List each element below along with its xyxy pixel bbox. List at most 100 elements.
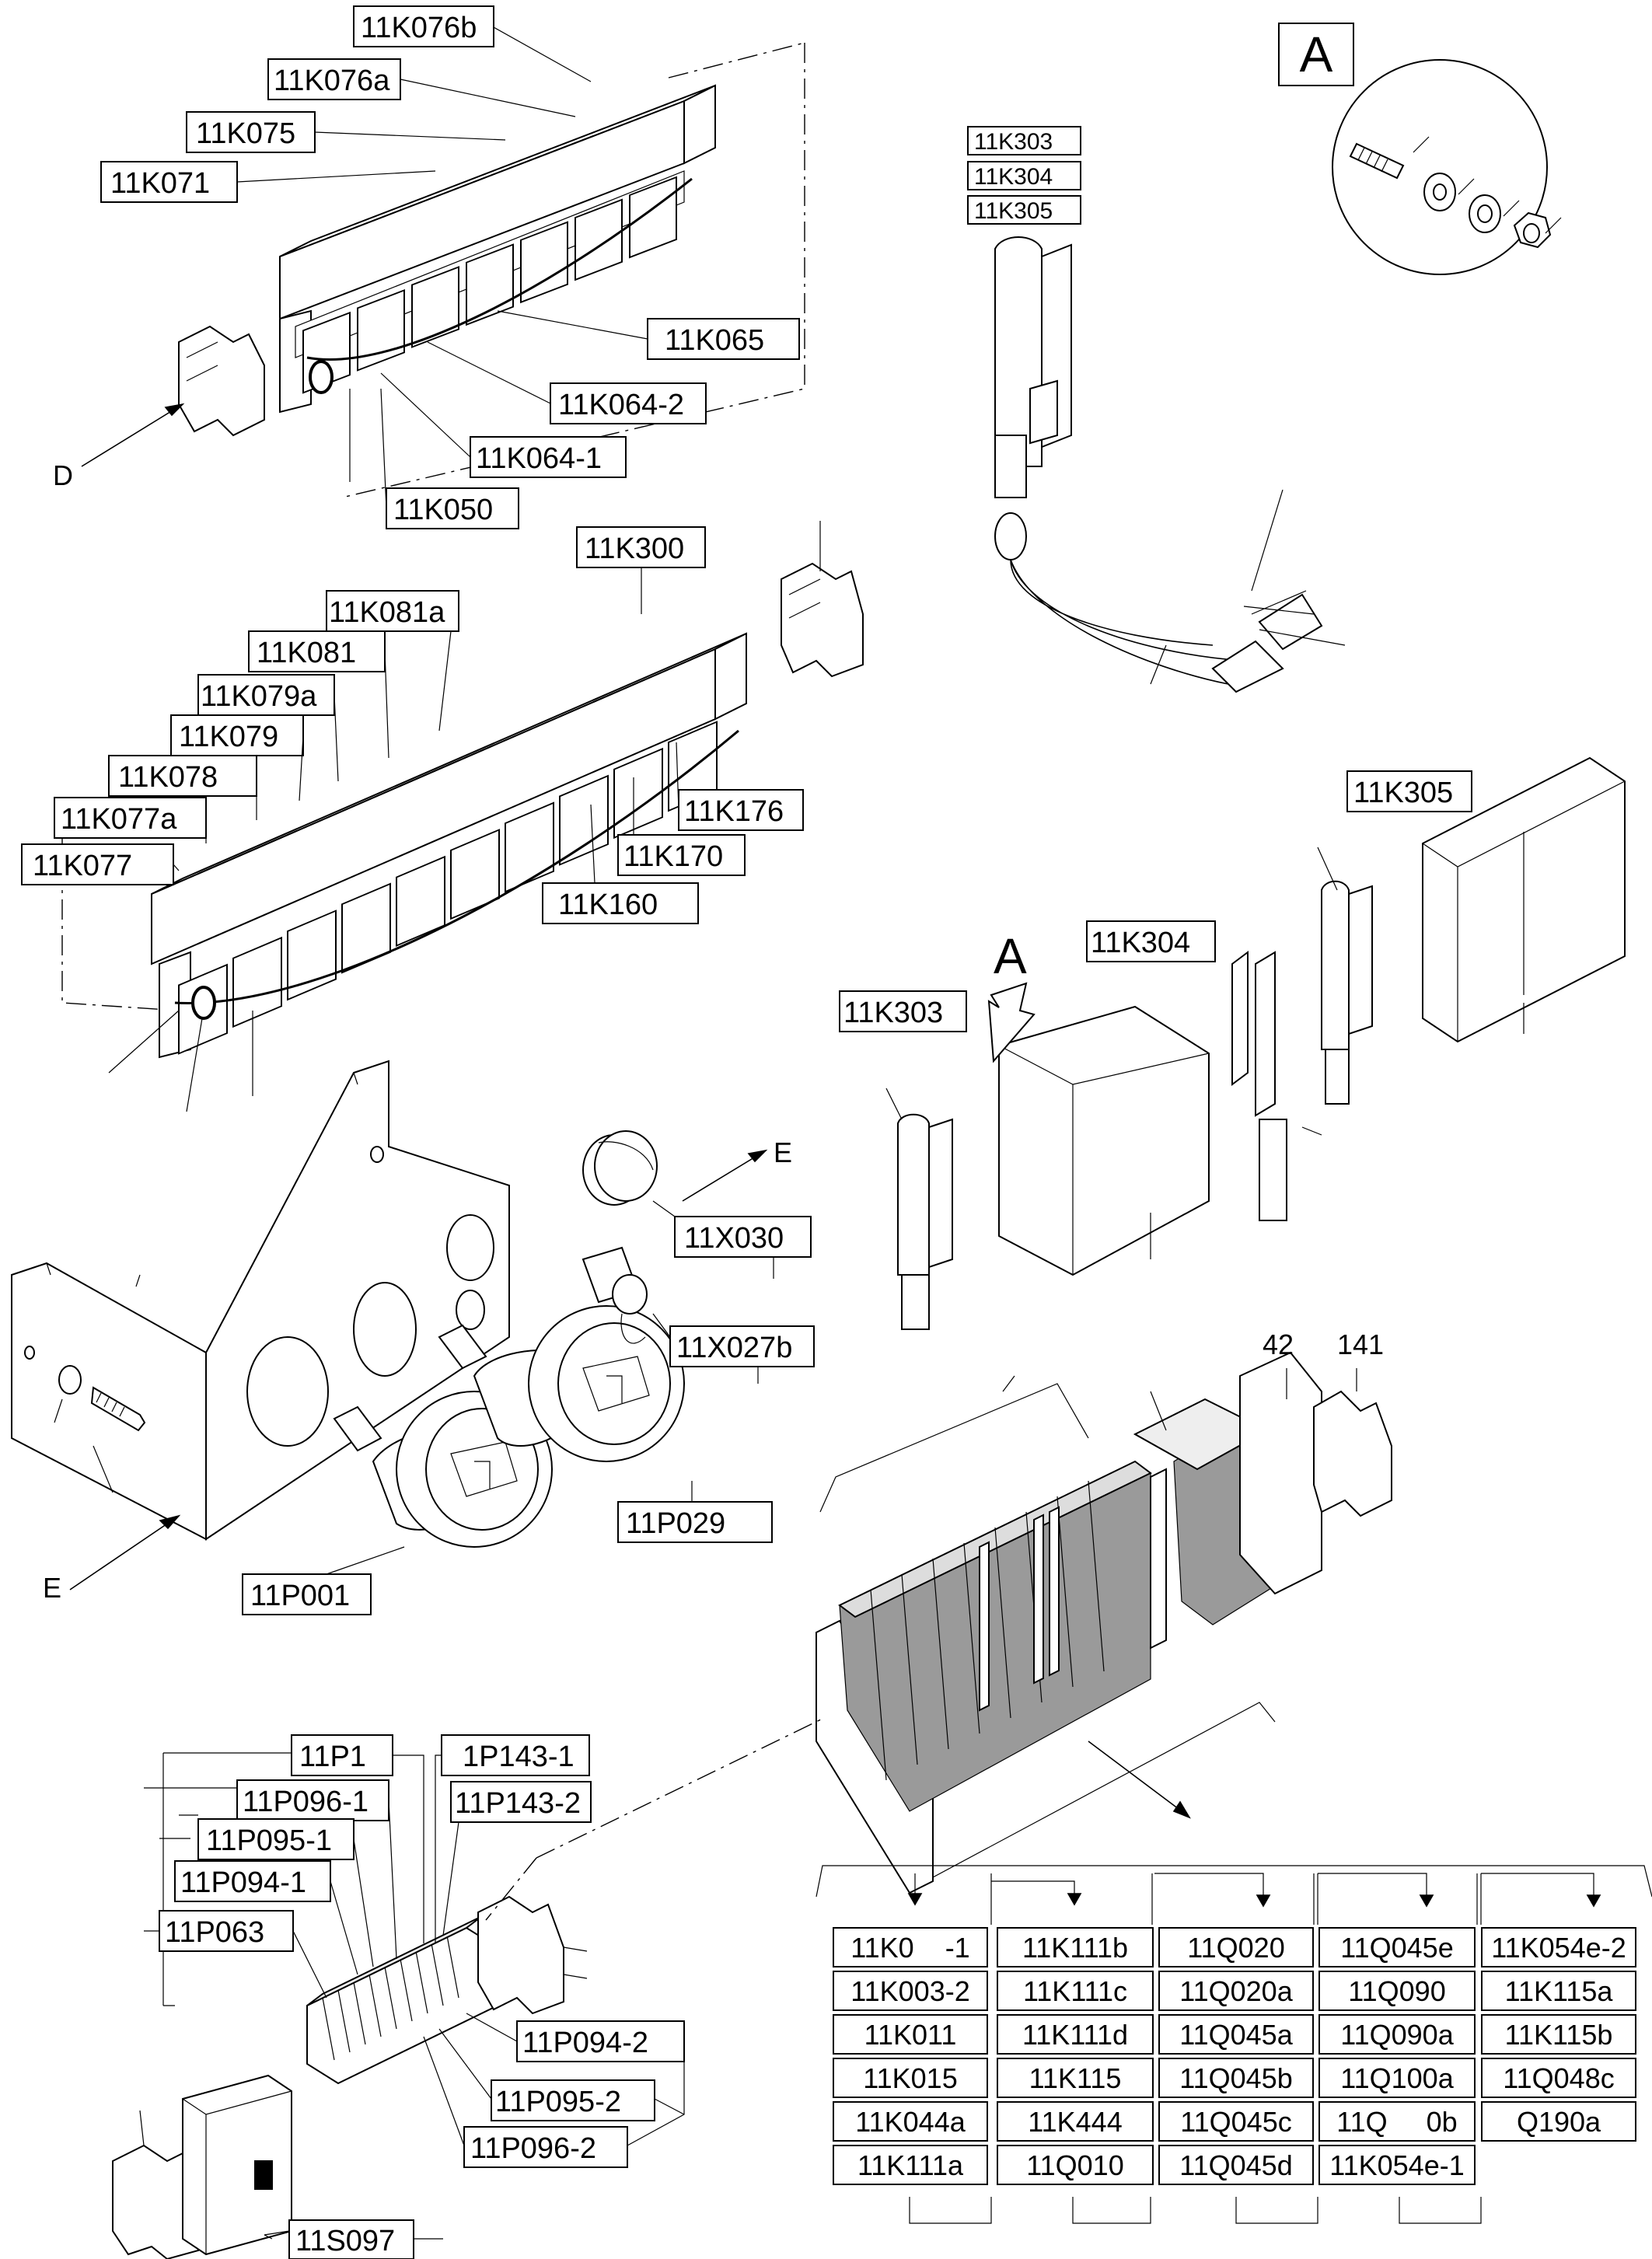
parts-table-cell: 11Q010 [1026,2149,1123,2181]
parts-table-cell: 11K111b [1022,1932,1128,1964]
parts-table-cell: 11K111a [857,2149,964,2181]
label-11K176: 11K176 [684,795,784,828]
panel-labels: 11X030 11X027b 11P029 11P001 [242,1200,815,1615]
parts-table-cell-box [1318,2058,1476,2098]
breaker-group [112,1857,588,2259]
plug-11K304 [1231,951,1287,1221]
lower-rack-labels: 11K300 11K081a 11K081 11K079a 11K079 11K… [21,526,804,924]
detail-a-box [1278,23,1354,86]
parts-table-cell-box [1158,2145,1314,2185]
parts-table-cell-box [1481,2014,1636,2055]
parts-table-cell: 11Q090a [1340,2019,1454,2051]
label-harness-11K305: 11K305 [974,198,1053,224]
label-42: 42 [1263,1329,1294,1360]
parts-table-cell-box [1481,2101,1636,2142]
parts-table-cell-box [997,2058,1154,2098]
parts-table-cell-box [1318,2145,1476,2185]
parts-table-cell-box [1158,2101,1314,2142]
plug-11K305 [1321,880,1373,1105]
parts-table-cell-box [997,2014,1154,2055]
parts-table-cell: 11Q 0b [1336,2106,1457,2138]
parts-table-cell-box [1158,1927,1314,1967]
parts-table: 11K0 -111K003-211K01111K01511K044a11K111… [816,1865,1652,2224]
gauge-11P001 [333,1391,553,1548]
label-11X027b: 11X027b [676,1332,792,1364]
parts-table-cell: 11K011 [864,2019,957,2051]
view-arrow-d: D [53,459,73,491]
parts-table-cell-box [1481,1971,1636,2011]
parts-table-cell: 11Q045c [1180,2106,1291,2138]
lock-washer-icon [1469,194,1501,233]
parts-table-cell-box [1158,1971,1314,2011]
parts-table-cell-box [997,2101,1154,2142]
label-11K071: 11K071 [110,167,210,200]
detail-a-label: A [1300,26,1333,82]
label-11P096-2: 11P096-2 [470,2132,596,2165]
detail-a: A [1278,23,1562,275]
label-11K081a: 11K081a [329,596,445,629]
label-11K065: 11K065 [665,324,764,357]
parts-table-cell: 11K115 [1029,2062,1122,2094]
view-arrow-e-upper: E [774,1136,792,1168]
parts-table-cell: 11K115b [1505,2019,1613,2051]
parts-table-cell-box [833,2145,988,2185]
label-module-11K305: 11K305 [1353,777,1453,809]
connector-11X030: E [582,1130,792,1206]
label-11K078: 11K078 [118,761,218,794]
screw-icon [1349,142,1405,180]
cable-loop-icon [191,986,216,1020]
parts-table-cell: 11Q020a [1179,1975,1293,2007]
label-module-11K304: 11K304 [1091,927,1190,959]
parts-table-cell-box [833,1971,988,2011]
parts-table-cell: 11K054e-2 [1491,1932,1626,1964]
terminal-block-row [838,1460,1152,1812]
label-11K075: 11K075 [196,117,295,150]
parts-table-cell-box [833,2058,988,2098]
arrow-a-icon [987,982,1036,1063]
parts-table-cell-box [1158,2014,1314,2055]
parts-table-cell-box [997,2145,1154,2185]
connector-11X027b [582,1246,648,1344]
end-plate-42 [1239,1351,1322,1595]
label-11K050: 11K050 [393,494,493,526]
label-11P094-2: 11P094-2 [522,2027,648,2059]
terminal-strip: 42 141 [536,1329,1392,1894]
parts-table-cell: 11K015 [863,2062,957,2094]
end-clamp-switch [112,2144,199,2259]
label-11P001: 11P001 [250,1580,350,1612]
label-harness-11K303: 11K303 [974,129,1053,155]
parts-table-col-1: 11K0 -111K003-211K01111K01511K044a11K111… [833,1927,988,2185]
label-11K300: 11K300 [585,532,684,565]
label-11K170: 11K170 [623,840,723,873]
label-11K079a: 11K079a [201,680,317,713]
label-11K077a: 11K077a [61,803,177,836]
label-harness-11K304: 11K304 [974,164,1053,190]
parts-table-cell: 11K115a [1505,1975,1614,2007]
parts-table-cell: 11Q090 [1348,1975,1445,2007]
label-11K081: 11K081 [257,637,356,669]
parts-table-cell-box [1318,2014,1476,2055]
label-11K064-1: 11K064-1 [476,442,602,475]
label-1P143-1: 1P143-1 [463,1741,575,1773]
parts-table-cell: 11Q020 [1187,1932,1284,1964]
washer-icon [1423,173,1456,211]
parts-table-cell: 11Q048c [1503,2062,1614,2094]
view-arrow-e-lower: E [43,1572,61,1604]
parts-table-cell-box [833,1927,988,1967]
module-11K305 [1422,756,1626,1043]
parts-table-cell: 11K054e-1 [1329,2149,1464,2181]
parts-table-cell: 11Q045d [1179,2149,1292,2181]
nut-icon [1513,211,1552,249]
parts-table-cell: 11Q100a [1340,2062,1454,2094]
connector-plug-icon [994,236,1072,498]
parts-table-cell-box [833,2014,988,2055]
parts-table-cell-box [997,1927,1154,1967]
end-clamp-141 [1313,1390,1392,1517]
relay-rack-lower [61,632,747,1112]
label-141: 141 [1337,1329,1384,1360]
upper-rack-labels: 11K076b 11K076a 11K075 11K071 11K065 11K… [100,5,800,529]
